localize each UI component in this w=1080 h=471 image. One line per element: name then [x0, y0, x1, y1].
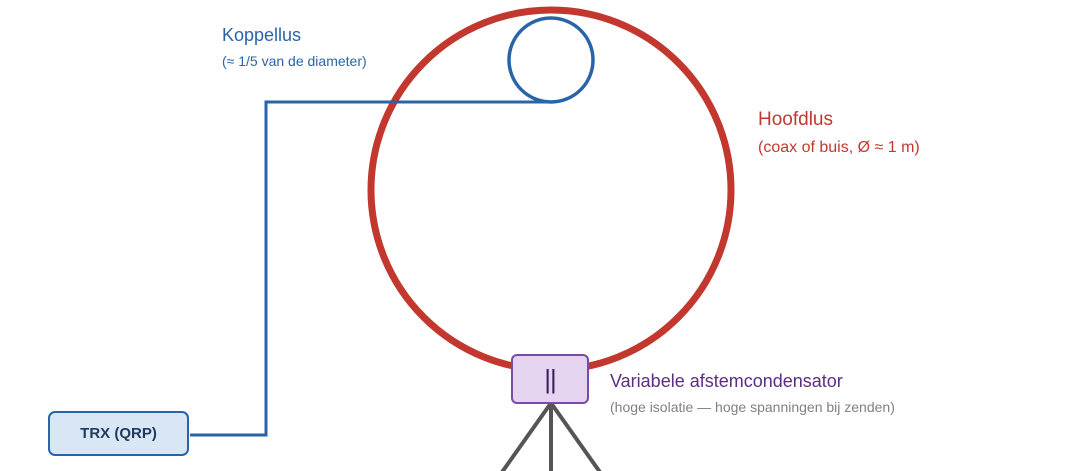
- capacitor-box: ||: [511, 354, 589, 404]
- capacitor-title: Variabele afstemcondensator: [610, 371, 843, 391]
- feed-line: [190, 100, 551, 437]
- main-loop-title: Hoofdlus: [758, 109, 833, 130]
- coupling-loop-subtitle: (≈ 1/5 van de diameter): [222, 53, 367, 69]
- capacitor-symbol: ||: [544, 363, 556, 394]
- tripod-leg-left: [500, 401, 553, 471]
- trx-label: TRX (QRP): [80, 425, 157, 442]
- main-loop-subtitle: (coax of buis, Ø ≈ 1 m): [758, 139, 920, 156]
- tripod-leg-right: [549, 401, 602, 471]
- capacitor-subtitle: (hoge isolatie — hoge spanningen bij zen…: [610, 399, 895, 415]
- coupling-loop-circle: [507, 16, 595, 104]
- trx-box: TRX (QRP): [48, 411, 189, 456]
- main-loop-circle: [367, 6, 735, 374]
- coupling-loop-title: Koppellus: [222, 25, 302, 45]
